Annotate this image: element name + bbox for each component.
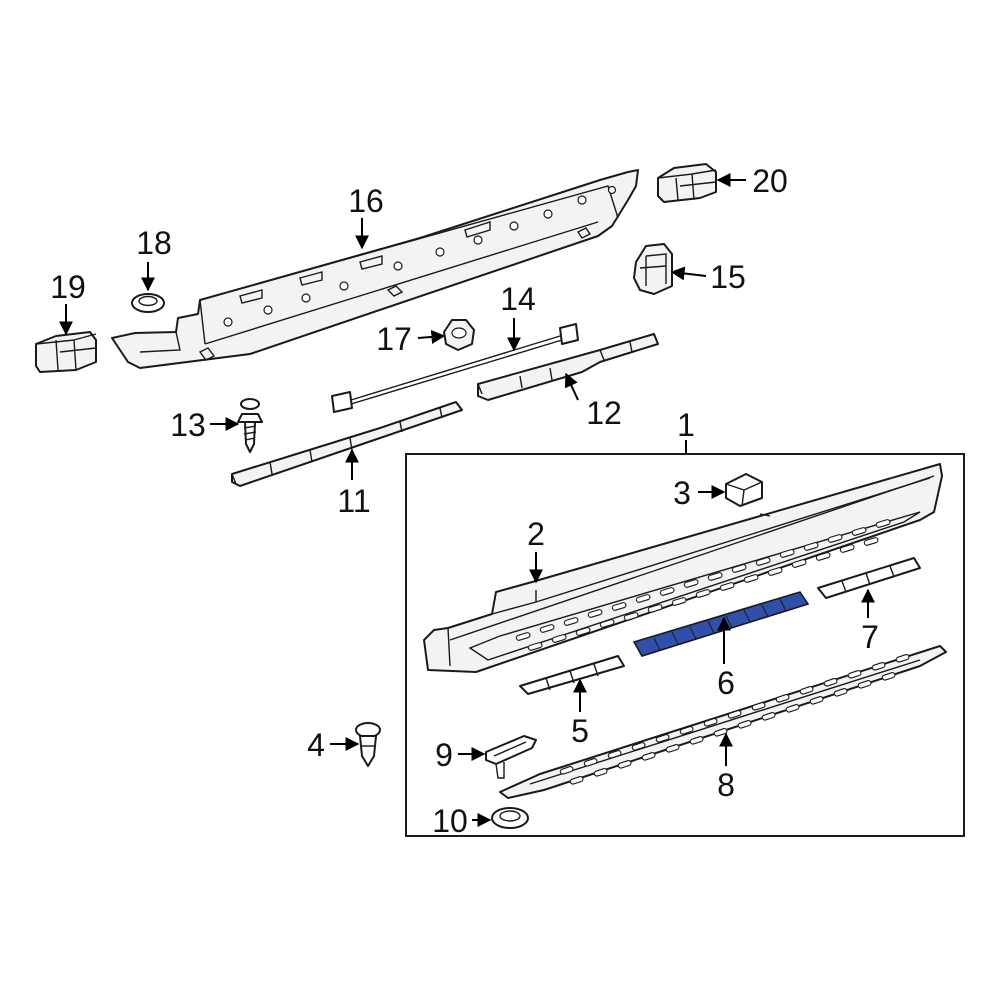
callout-5[interactable]: 5 [571,713,589,749]
callout-12[interactable]: 12 [586,395,622,431]
leader-17 [417,329,446,344]
callout-10[interactable]: 10 [432,803,468,839]
callout-20[interactable]: 20 [752,163,788,199]
part-15-bracket-clip[interactable] [633,243,673,295]
board-slots [515,519,891,651]
callout-2[interactable]: 2 [527,516,545,552]
callout-13[interactable]: 13 [170,407,206,443]
callout-15[interactable]: 15 [710,259,746,295]
part-10-grommet[interactable] [491,807,529,829]
leader-12 [564,372,579,401]
callout-17[interactable]: 17 [376,321,412,357]
callout-16[interactable]: 16 [348,183,384,219]
part-17-nut[interactable] [443,319,475,351]
part-9-clip[interactable] [485,735,537,779]
callout-3[interactable]: 3 [673,475,691,511]
callout-numbers: 1 2 3 4 5 6 7 8 9 10 11 12 13 14 15 16 1… [50,163,879,839]
part-5-step-pad[interactable] [519,655,625,695]
callout-8[interactable]: 8 [717,767,735,803]
leader-15 [670,266,707,281]
part-12-bracket[interactable] [477,333,659,401]
callout-7[interactable]: 7 [861,619,879,655]
part-20-clip[interactable] [657,163,717,203]
part-4-push-pin[interactable] [355,722,381,767]
callout-4[interactable]: 4 [307,727,325,763]
part-18-grommet[interactable] [131,293,165,313]
part-14-harness[interactable] [331,323,579,413]
plate-slots [559,654,910,785]
part-7-step-pad[interactable] [817,557,921,599]
callout-19[interactable]: 19 [50,269,86,305]
part-13-screw[interactable] [237,398,263,453]
part-8-step-plate[interactable] [499,645,947,799]
callout-14[interactable]: 14 [500,281,536,317]
part-2-running-board[interactable] [423,463,943,673]
part-16-rocker-panel[interactable] [111,169,639,369]
part-3-pad[interactable] [725,473,763,507]
callout-18[interactable]: 18 [136,225,172,261]
part-11-rail[interactable] [231,401,463,487]
leader-lines [59,173,875,827]
callout-9[interactable]: 9 [435,737,453,773]
callout-11[interactable]: 11 [337,483,370,519]
part-19-clip[interactable] [35,331,97,373]
callout-1[interactable]: 1 [677,407,695,443]
callout-6[interactable]: 6 [717,665,735,701]
